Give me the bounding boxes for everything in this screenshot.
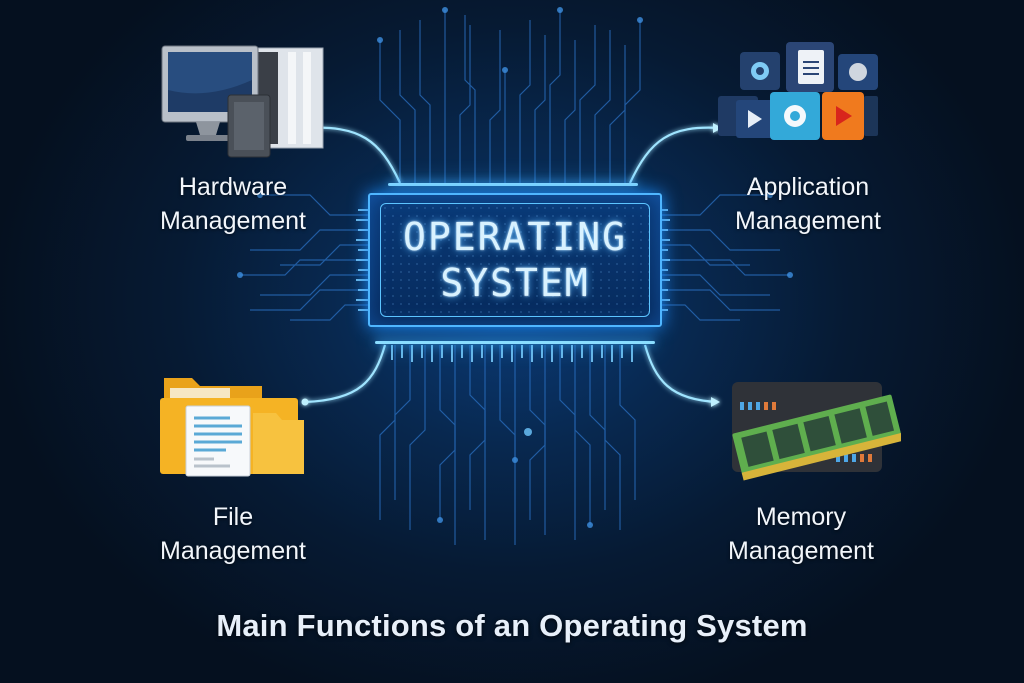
operating-system-chip: OPERATING SYSTEM	[368, 193, 662, 327]
hardware-management-label: Hardware Management	[113, 170, 353, 238]
application-icons-cluster	[718, 42, 878, 140]
chip-screen: OPERATING SYSTEM	[380, 203, 650, 317]
memory-label-line2: Management	[728, 537, 874, 565]
computer-hardware-icon	[161, 45, 324, 158]
file-label-line2: Management	[160, 537, 306, 565]
folder-document-icon	[160, 378, 304, 477]
hardware-label-line2: Management	[160, 207, 306, 235]
application-management-label: Application Management	[688, 170, 928, 238]
chip-title-line1: OPERATING	[403, 215, 627, 259]
file-management-label: File Management	[113, 500, 353, 568]
chip-title-line2: SYSTEM	[440, 261, 590, 305]
diagram-caption: Main Functions of an Operating System	[216, 608, 808, 643]
ram-memory-module-icon	[732, 382, 901, 481]
memory-management-label: Memory Management	[681, 500, 921, 568]
chip-top-glow-bar	[388, 183, 638, 186]
application-label-line1: Application	[746, 173, 870, 201]
memory-label-line1: Memory	[755, 503, 847, 531]
application-label-line2: Management	[735, 207, 881, 235]
chip-bottom-glow-bar	[375, 341, 655, 344]
file-label-line1: File	[212, 503, 254, 531]
hardware-label-line1: Hardware	[178, 173, 288, 201]
